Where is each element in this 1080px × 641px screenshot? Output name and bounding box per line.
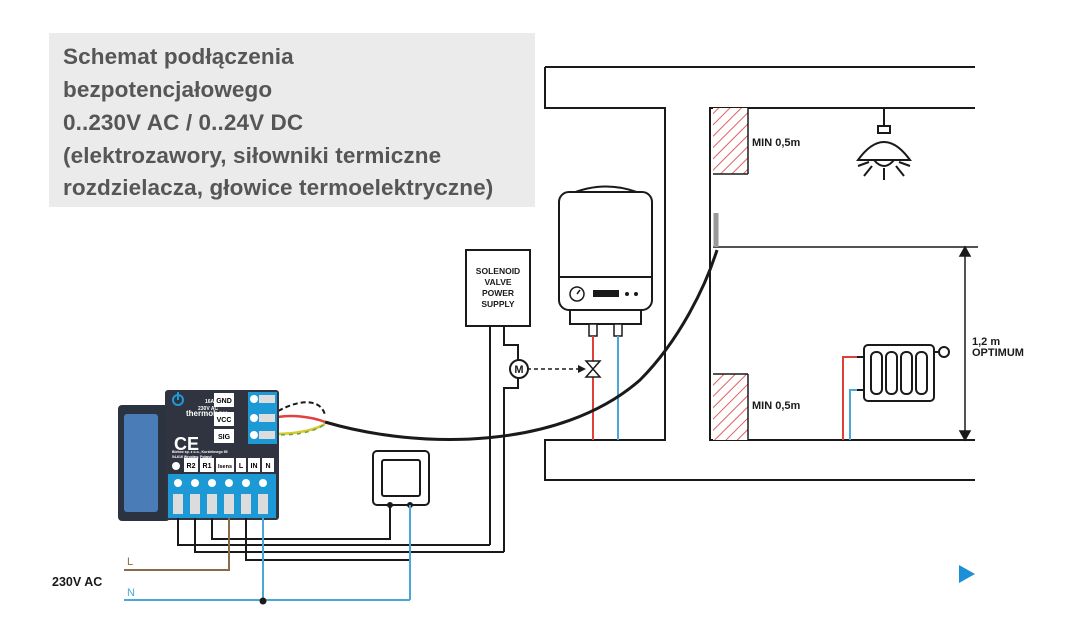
terminal-in: IN [251, 463, 258, 470]
psu-line-3: POWER [482, 288, 514, 298]
min-label-top: MIN 0,5m [752, 137, 801, 149]
terminal-n: N [265, 463, 270, 470]
height-dimension [713, 245, 978, 442]
lamp-icon [856, 108, 912, 180]
radiator-return-pipe [849, 389, 857, 440]
min-label-bottom: MIN 0,5m [752, 400, 801, 412]
sensor-cable [324, 249, 719, 441]
boiler-icon [558, 185, 653, 337]
supply-voltage-label: 230V AC [52, 575, 102, 589]
controller-voltage: 230V AC [198, 406, 218, 412]
psu-line-1: SOLENOID [476, 266, 520, 276]
controller-rating: 16A [205, 399, 215, 405]
terminal-sig: SIG [218, 434, 231, 441]
motor-label: M [514, 364, 523, 376]
radiator-supply-pipe [842, 356, 857, 440]
terminal-gnd: GND [216, 398, 232, 405]
switch-icon [372, 450, 430, 506]
title-line-5: rozdzielacza, głowice termoelektryczne) [63, 175, 494, 200]
psu-line-2: VALVE [484, 277, 511, 287]
controller-address-1: Blebox sp. z o.o., Kurzlebnego 65 [172, 450, 228, 454]
terminal-vcc: VCC [217, 417, 232, 424]
radiator-icon [856, 344, 950, 402]
neutral-wire-label: N [127, 587, 135, 599]
controller-blue-panel [124, 414, 158, 512]
min-zone-top [713, 108, 748, 174]
min-zone-bottom [713, 374, 748, 440]
controller-address-2: 54-616 Wrocław, Poland [172, 455, 212, 459]
controller-brand: thermobox [186, 409, 228, 418]
title-box [49, 33, 535, 207]
title-line-1: Schemat podłączenia [63, 44, 294, 69]
motor-circle [509, 359, 529, 379]
title-line-2: bezpotencjałowego [63, 77, 273, 102]
live-wire-label: L [127, 556, 133, 568]
play-arrow-icon[interactable] [958, 564, 976, 584]
controller [118, 390, 279, 521]
terminal-r1: R1 [203, 463, 212, 470]
ce-mark: CE [174, 434, 199, 454]
height-value: 1,2 m [972, 336, 1000, 348]
wall-left-contour [544, 67, 975, 481]
valve-icon [584, 360, 602, 378]
title-line-4: (elektrozawory, siłowniki termiczne [63, 143, 442, 168]
height-note: OPTIMUM [972, 347, 1024, 359]
motor-wires [489, 326, 519, 552]
terminal-isens: Isens [218, 464, 232, 470]
title-line-3: 0..230V AC / 0..24V DC [63, 110, 304, 135]
terminal-r2: R2 [187, 463, 196, 470]
power-supply-box [465, 249, 531, 327]
mains-wiring [124, 505, 504, 601]
terminal-l: L [239, 463, 244, 470]
neutral-junction [259, 597, 267, 605]
psu-line-4: SUPPLY [481, 299, 515, 309]
